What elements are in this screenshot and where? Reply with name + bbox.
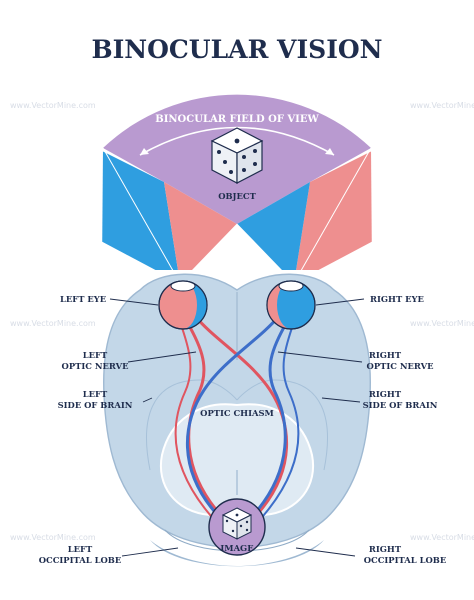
left-optic-nerve-label-2: OPTIC NERVE <box>62 361 129 371</box>
fan-center-lines <box>179 223 295 284</box>
right-optic-nerve-label-1: RIGHT <box>369 350 402 360</box>
image-label: IMAGE <box>220 543 253 553</box>
right-optic-nerve-label-2: OPTIC NERVE <box>367 361 434 371</box>
right-occipital-leader <box>295 547 356 557</box>
right-eye-icon <box>266 280 316 330</box>
right-side-label-1: RIGHT <box>369 389 402 399</box>
watermark-text: www.VectorMine.com <box>410 533 474 542</box>
left-eye-label: LEFT EYE <box>60 294 106 304</box>
optic-nerves <box>174 314 300 525</box>
arrow-left-icon <box>140 148 149 155</box>
right-nerve-crossed <box>185 314 281 522</box>
left-eye-leader <box>109 298 159 306</box>
watermark-text: www.VectorMine.com <box>10 101 96 110</box>
left-nerve-uncrossed-2 <box>174 321 219 525</box>
watermark-text: www.VectorMine.com <box>410 101 474 110</box>
right-nerve-uncrossed <box>247 316 291 522</box>
right-occipital-label-1: RIGHT <box>369 544 402 554</box>
field-of-view-label: BINOCULAR FIELD OF VIEW <box>155 114 319 125</box>
right-nerve-uncrossed-2 <box>255 321 300 525</box>
right-optic-nerve-leader <box>277 351 363 363</box>
left-eye-icon <box>158 280 208 330</box>
right-side-leader <box>321 397 361 403</box>
left-nerve-crossed <box>193 314 289 522</box>
watermark-text: www.VectorMine.com <box>410 319 474 328</box>
right-side-label-2: SIDE OF BRAIN <box>363 400 438 410</box>
left-side-leader <box>142 397 153 403</box>
left-salmon-field <box>164 182 237 271</box>
left-labels: LEFT EYE LEFT OPTIC NERVE LEFT SIDE OF B… <box>39 294 197 565</box>
right-labels: RIGHT EYE RIGHT OPTIC NERVE RIGHT SIDE O… <box>277 294 446 565</box>
fan-edges <box>102 147 372 284</box>
right-eye-leader <box>315 298 365 306</box>
left-occipital-leader <box>121 547 179 557</box>
optic-chiasm-label: OPTIC CHIASM <box>200 408 274 418</box>
right-occipital-label-2: OCCIPITAL LOBE <box>364 555 446 565</box>
dice-icon <box>210 127 264 184</box>
right-eye-label: RIGHT EYE <box>370 294 424 304</box>
left-blue-field <box>102 140 180 271</box>
page-title: BINOCULAR VISION <box>91 35 382 64</box>
left-side-label-2: SIDE OF BRAIN <box>58 400 133 410</box>
left-occipital-label-1: LEFT <box>68 544 93 554</box>
watermark-text: www.VectorMine.com <box>10 319 96 328</box>
dice-icon <box>221 507 253 540</box>
watermark-layer: www.VectorMine.com www.VectorMine.com ww… <box>10 101 474 542</box>
object-label: OBJECT <box>218 191 256 201</box>
left-occipital-label-2: OCCIPITAL LOBE <box>39 555 121 565</box>
right-blue-field <box>237 182 310 271</box>
left-optic-nerve-leader <box>127 351 197 363</box>
left-optic-nerve-label-1: LEFT <box>83 350 108 360</box>
arrow-right-icon <box>325 148 334 155</box>
watermark-text: www.VectorMine.com <box>10 533 96 542</box>
left-side-label-1: LEFT <box>83 389 108 399</box>
right-salmon-field <box>294 140 372 271</box>
left-nerve-uncrossed <box>183 316 227 522</box>
